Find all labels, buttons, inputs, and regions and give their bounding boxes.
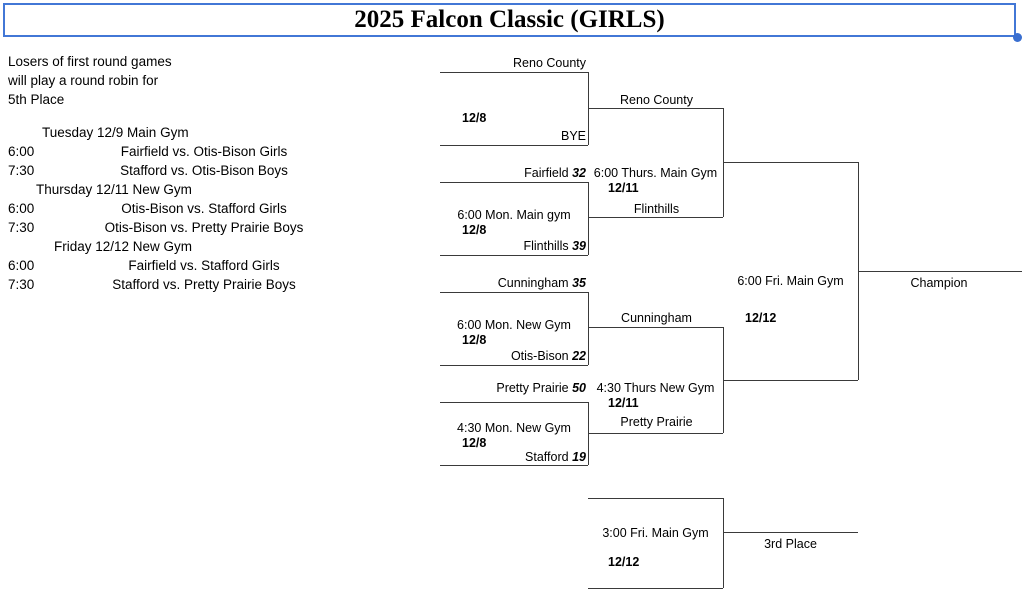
r1g3-top-score: 35 (572, 276, 586, 290)
game-matchup: Fairfield vs. Otis-Bison Girls (120, 144, 288, 159)
schedule-day-header: Tuesday 12/9 Main Gym (42, 125, 189, 140)
selection-handle[interactable] (1013, 33, 1022, 42)
r1g4-bottom-team: Stafford 19 (525, 450, 586, 464)
r1g2-info: 6:00 Mon. Main gym (457, 208, 571, 222)
r1g4-bottom-score: 19 (572, 450, 586, 464)
r2g1-info: 6:00 Thurs. Main Gym (593, 166, 718, 180)
r1g2-top-score: 32 (572, 166, 586, 180)
r2g1-bottom-team: Flinthills (633, 202, 680, 216)
note-line: Losers of first round games (8, 54, 172, 69)
schedule-game-row: 7:30 Stafford vs. Pretty Prairie Boys (8, 275, 338, 294)
game-time: 6:00 (8, 258, 35, 273)
r1g3-info: 6:00 Mon. New Gym (457, 318, 571, 332)
note-line: 5th Place (8, 92, 65, 107)
r1g1-top-team: Reno County (513, 56, 586, 70)
third-info: 3:00 Fri. Main Gym (602, 526, 709, 540)
r2g2-info: 4:30 Thurs New Gym (596, 381, 715, 395)
r1g4-info: 4:30 Mon. New Gym (457, 421, 571, 435)
game-matchup: Otis-Bison vs. Stafford Girls (121, 201, 287, 216)
r1g2-bottom-team: Flinthills 39 (523, 239, 586, 253)
r1g1-bottom-team: BYE (560, 129, 586, 143)
schedule-day-header: Thursday 12/11 New Gym (36, 182, 192, 197)
game-matchup: Fairfield vs. Stafford Girls (128, 258, 280, 273)
r1g4-top-line (440, 402, 588, 403)
r1g3-bottom-line (440, 365, 588, 366)
schedule-game-row: 7:30 Otis-Bison vs. Pretty Prairie Boys (8, 218, 338, 237)
r2g1-top-team: Reno County (620, 93, 693, 107)
game-time: 7:30 (8, 163, 35, 178)
r1g3-date: 12/8 (462, 333, 487, 347)
r1g3-top-team: Cunningham 35 (497, 276, 586, 290)
notes-and-schedule: Losers of first round games will play a … (8, 52, 338, 294)
final-info: 6:00 Fri. Main Gym (737, 274, 844, 288)
r1g4-top-score: 50 (572, 381, 586, 395)
third-place-label: 3rd Place (764, 537, 817, 551)
third-date: 12/12 (608, 555, 640, 569)
game-time: 7:30 (8, 277, 35, 292)
final-bottom-line (723, 380, 858, 381)
schedule-day-header: Friday 12/12 New Gym (54, 239, 193, 254)
third-connector (723, 498, 724, 588)
r1g1-bottom-line (440, 145, 588, 146)
r2g1-top-line (588, 108, 723, 109)
r1g1-top-line (440, 72, 588, 73)
r1g4-top-team: Pretty Prairie 50 (496, 381, 586, 395)
third-place-line (723, 532, 858, 533)
r1g4-bottom-line (440, 465, 588, 466)
spacer (8, 109, 338, 123)
champion-label: Champion (910, 276, 968, 290)
r1g3-top-line (440, 292, 588, 293)
r1g2-date: 12/8 (462, 223, 487, 237)
r1g4-date: 12/8 (462, 436, 487, 450)
r1g2-connector (588, 182, 589, 255)
final-top-line (723, 162, 858, 163)
r1g2-top-line (440, 182, 588, 183)
schedule-game-row: 7:30 Stafford vs. Otis-Bison Boys (8, 161, 338, 180)
game-time: 6:00 (8, 144, 35, 159)
r1g3-connector (588, 292, 589, 365)
game-matchup: Stafford vs. Otis-Bison Boys (120, 163, 288, 178)
final-date: 12/12 (745, 311, 777, 325)
r2g2-top-line (588, 327, 723, 328)
r2g1-date: 12/11 (608, 181, 639, 195)
game-time: 7:30 (8, 220, 35, 235)
game-matchup: Stafford vs. Pretty Prairie Boys (112, 277, 296, 292)
r1g1-date: 12/8 (462, 111, 487, 125)
game-matchup: Otis-Bison vs. Pretty Prairie Boys (104, 220, 304, 235)
r1g2-bottom-line (440, 255, 588, 256)
note-line: will play a round robin for (8, 73, 159, 88)
champion-line (858, 271, 1022, 272)
game-time: 6:00 (8, 201, 35, 216)
title-box[interactable]: 2025 Falcon Classic (GIRLS) (3, 3, 1016, 37)
r2g2-bottom-team: Pretty Prairie (620, 415, 693, 429)
r1g2-top-team: Fairfield 32 (524, 166, 586, 180)
r2g2-bottom-line (588, 433, 723, 434)
schedule-game-row: 6:00 Fairfield vs. Stafford Girls (8, 256, 338, 275)
r1g3-bottom-score: 22 (572, 349, 586, 363)
third-top-line (588, 498, 723, 499)
r2g1-bottom-line (588, 217, 723, 218)
page-title: 2025 Falcon Classic (GIRLS) (354, 6, 665, 33)
third-bottom-line (588, 588, 723, 589)
r1g3-bottom-team: Otis-Bison 22 (510, 349, 586, 363)
r1g2-bottom-score: 39 (572, 239, 586, 253)
r2g2-top-team: Cunningham (621, 311, 692, 325)
r2g2-date: 12/11 (608, 396, 639, 410)
schedule-game-row: 6:00 Otis-Bison vs. Stafford Girls (8, 199, 338, 218)
schedule-game-row: 6:00 Fairfield vs. Otis-Bison Girls (8, 142, 338, 161)
